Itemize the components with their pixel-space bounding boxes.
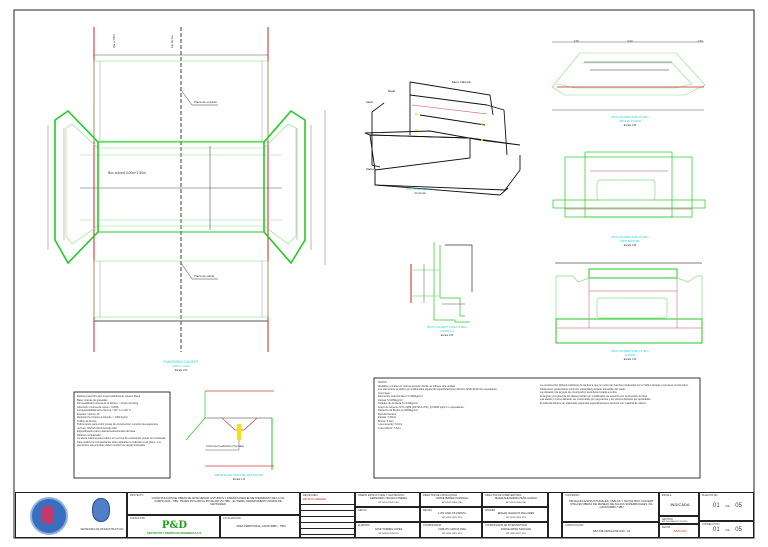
svg-text:BOX CULVERT 3.00m*1.50m: BOX CULVERT 3.00m*1.50m bbox=[427, 325, 467, 329]
svg-text:Aleta: Aleta bbox=[366, 100, 373, 104]
archivo-cell: ARCHIVO ABT-TIB-OMAS-K59+190.DWG bbox=[659, 516, 699, 524]
consecutivo-number: 01 bbox=[713, 527, 720, 533]
consecutivo-total: 05 bbox=[735, 527, 742, 533]
person-cell: COORDINADOR CARLOS GARCIA DIAZ MP 54202-… bbox=[420, 522, 482, 538]
fecha-cell: FECHA JUNIO 2019 bbox=[659, 524, 699, 538]
svg-text:VISTA ISOMETRICA: VISTA ISOMETRICA bbox=[406, 187, 434, 191]
consecutivo-cell: CONSECUTIVO 01 DE 05 bbox=[699, 521, 754, 538]
notes-title: NOTAS bbox=[378, 381, 387, 384]
svg-text:Placa de entrada: Placa de entrada bbox=[194, 100, 217, 104]
svg-text:DETALLE DE JUNTA DE DILATACION: DETALLE DE JUNTA DE DILATACION bbox=[215, 473, 263, 477]
svg-text:Box culvert 3.00m*1.50m: Box culvert 3.00m*1.50m bbox=[108, 171, 146, 175]
person-cell: DIBUJO bbox=[355, 507, 420, 522]
front-view: BOX CULVERT 3.00m*1.50m VISTA FRONTAL Es… bbox=[552, 151, 706, 247]
svg-text:BOX CULVERT 3.00m*1.50m: BOX CULVERT 3.00m*1.50m bbox=[612, 115, 650, 119]
svg-text:Sin Escala: Sin Escala bbox=[414, 192, 426, 195]
sheet-frame bbox=[13, 9, 755, 539]
person-cell: APROBO EDGAR VALENCIA PALLARES MP 54202-… bbox=[482, 507, 548, 522]
svg-text:ALZADO: ALZADO bbox=[625, 353, 635, 357]
svg-text:Eje de vía: Eje de vía bbox=[170, 35, 174, 48]
escala-cell: ESCALA INDICADA bbox=[659, 492, 699, 516]
svg-text:Escala 1:50: Escala 1:50 bbox=[441, 334, 454, 337]
revisiones-cell: REVISIONES REVISION GENERAL bbox=[300, 492, 356, 538]
svg-text:VISTA EN PLANTA: VISTA EN PLANTA bbox=[619, 119, 641, 123]
svg-text:6.00: 6.00 bbox=[627, 39, 633, 43]
svg-text:PLANTA BOX CULVERT: PLANTA BOX CULVERT bbox=[163, 360, 198, 364]
svg-text:Escala 1:50: Escala 1:50 bbox=[175, 369, 188, 372]
svg-text:Escala 1:10: Escala 1:10 bbox=[233, 478, 246, 481]
plancha-cell: PLANCHA No. 01 DE 05 bbox=[699, 492, 754, 521]
isometric-view: Aleta Dado Muro Cabezal Zarpa VISTA ISOM… bbox=[364, 80, 521, 196]
contenido-cell: CONTENIDO DETALLES ESTRUCTURALES, TABLAS… bbox=[562, 492, 659, 522]
notes-main-left: NOTAS Medidas y niveles en metros except… bbox=[378, 381, 528, 430]
svg-text:3.00m x 1.50m: 3.00m x 1.50m bbox=[172, 364, 189, 368]
svg-text:1.50: 1.50 bbox=[573, 39, 579, 43]
person-cell: DISEÑO ESTRUCTURAL Y GEOTECNICO FERNANDO… bbox=[355, 492, 420, 507]
consultor-cell: CONSULTOR P&D PROYECTOS Y DISEÑOS DE ING… bbox=[127, 515, 220, 538]
municipio-seal-icon bbox=[30, 497, 68, 535]
notes-left: Relleno para filtro tipo impermeabilizan… bbox=[77, 395, 166, 447]
person-cell: REVISO LUIS CARLOS ZAPATA MP 54202-18254… bbox=[420, 507, 482, 522]
section-view: BOX CULVERT 3.00m*1.50m CORTE A-A Escala… bbox=[410, 242, 473, 337]
svg-text:Muro Cabezal: Muro Cabezal bbox=[452, 80, 471, 84]
joint-detail: Cinta impermeabilizante (Tipo Sika) DETA… bbox=[185, 390, 274, 481]
svg-text:Placa de salida: Placa de salida bbox=[194, 274, 215, 278]
svg-text:Cinta impermeabilizante (Tipo: Cinta impermeabilizante (Tipo Sika) bbox=[206, 445, 244, 448]
top-plan-view: 1.50 6.00 1.50 BOX CULVERT 3.00m*1.50m V… bbox=[551, 39, 706, 127]
side-cell bbox=[548, 492, 562, 538]
svg-text:CORTE A-A: CORTE A-A bbox=[440, 329, 454, 333]
plancha-number: 01 bbox=[713, 503, 720, 509]
svg-text:Escala 1:50: Escala 1:50 bbox=[624, 124, 637, 127]
person-cell: DIRECTOR DE INTERVENTORIA MARIA ALEJANDR… bbox=[482, 492, 548, 507]
proyecto-cell: PROYECTO CONSTRUCCIÓN DE OBRAS DE ARTE M… bbox=[127, 492, 300, 515]
svg-text:1.50: 1.50 bbox=[697, 39, 703, 43]
departamento-seal-icon bbox=[92, 498, 110, 522]
notes-left-title: Relleno para filtro tipo impermeabilizan… bbox=[77, 395, 141, 398]
codigo-cell: CODIGO PLANO ABT-TIB-OMAS-K59+190 - 01 bbox=[562, 522, 659, 538]
svg-text:Escala 1:50: Escala 1:50 bbox=[624, 244, 637, 247]
elevation-view: BOX CULVERT 3.00m*1.50m ALZADO Escala 1:… bbox=[555, 262, 703, 361]
localizacion-cell: LOCALIZACION AREA TERRITORIAL CATATUMBO … bbox=[220, 515, 300, 538]
person-cell: ELABORO JOSE TORRES LOPEZ MP 54202-12548… bbox=[355, 522, 420, 538]
person-cell: DIRECTOR DE CONSULTORIA JORGE IBAÑEZ CAR… bbox=[420, 492, 482, 507]
svg-text:Vía a TIBU: Vía a TIBU bbox=[112, 34, 116, 48]
notes-left-box bbox=[73, 391, 171, 479]
proyecto-text: CONSTRUCCIÓN DE OBRAS DE ARTE MENOR, EST… bbox=[151, 497, 285, 506]
svg-text:BOX CULVERT 3.00m*1.50m: BOX CULVERT 3.00m*1.50m bbox=[612, 349, 650, 353]
notes-main-box bbox=[373, 377, 701, 479]
svg-text:Escala 1:50: Escala 1:50 bbox=[624, 358, 637, 361]
consultor-logo: P&D bbox=[161, 520, 188, 531]
svg-text:Zarpa: Zarpa bbox=[366, 167, 374, 171]
logos-cell: SECRETARIA DE INFRAESTRUCTURA bbox=[15, 492, 127, 538]
notes-main-right: La construcción deberá realizarse de tal… bbox=[540, 384, 689, 405]
person-cell: COORDINADOR DE INTERVENTORIA JORGE ARIAS… bbox=[482, 522, 548, 538]
svg-text:BOX CULVERT 3.00m*1.50m: BOX CULVERT 3.00m*1.50m bbox=[612, 235, 650, 239]
plancha-total: 05 bbox=[735, 503, 742, 509]
svg-text:VISTA FRONTAL: VISTA FRONTAL bbox=[620, 239, 640, 243]
svg-text:Dado: Dado bbox=[388, 89, 396, 93]
contenido-text: DETALLES ESTRUCTURALES, TABLAS Y NOTAS B… bbox=[569, 499, 654, 510]
plan-view: Placa de entrada Placa de salida Box cul… bbox=[47, 27, 326, 372]
